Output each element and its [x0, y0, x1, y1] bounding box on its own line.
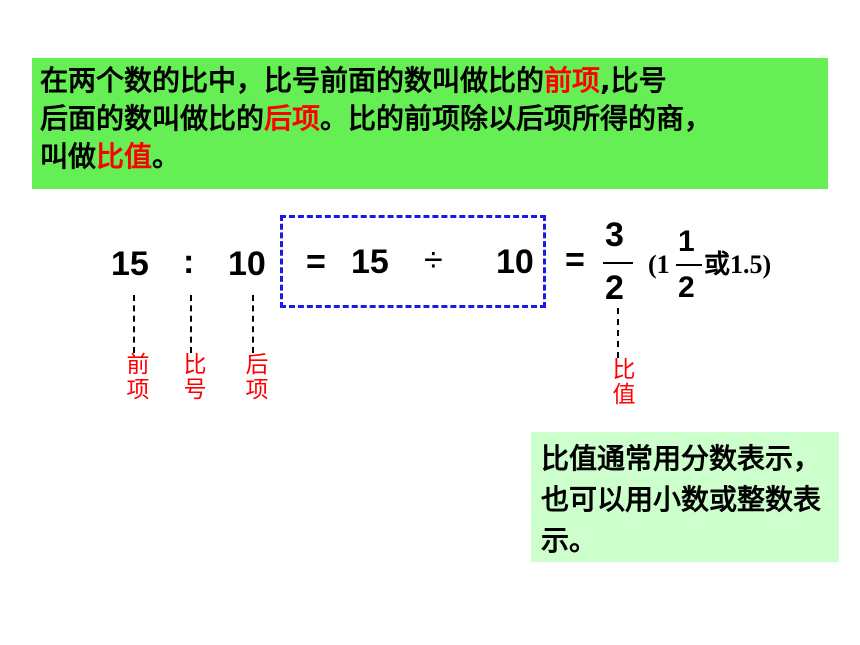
divisor-number: 10 [496, 243, 534, 281]
definition-box: 在两个数的比中，比号前面的数叫做比的前项,比号 后面的数叫做比的后项。比的前项除… [32, 58, 828, 189]
definition-text: 在两个数的比中，比号前面的数叫做比的前项,比号 后面的数叫做比的后项。比的前项除… [40, 62, 830, 176]
fraction-numerator: 3 [605, 216, 624, 254]
definition-text-part: 后面的数叫做比的 [40, 102, 265, 135]
label-ratio-value: 比值 [608, 357, 634, 407]
alt-fraction-denominator: 2 [678, 271, 695, 304]
alt-fraction-bar [676, 264, 702, 266]
label-front-term: 前项 [122, 352, 148, 402]
note-box: 比值通常用分数表示，也可以用小数或整数表示。 [531, 432, 839, 562]
pointer-line-sign [190, 295, 192, 353]
ratio-colon: : [183, 243, 195, 281]
pointer-line-ratio [617, 308, 619, 358]
division-dashed-box [280, 215, 546, 308]
note-text: 比值通常用分数表示，也可以用小数或整数表示。 [541, 442, 822, 557]
definition-text-part: 在两个数的比中，比号前面的数叫做比的 [40, 64, 545, 97]
term-front: 前项 [544, 64, 601, 97]
definition-text-part: 。比的前项除以后项所得的商， [320, 102, 713, 135]
division-sign: ÷ [424, 241, 443, 279]
fraction-denominator: 2 [605, 269, 624, 307]
label-back-term: 后项 [241, 352, 267, 402]
label-ratio-sign: 比号 [179, 352, 205, 402]
alt-fraction-numerator: 1 [678, 225, 695, 258]
pointer-line-front [133, 295, 135, 353]
equals-sign-2: = [565, 241, 585, 279]
equals-sign-1: = [306, 243, 326, 281]
definition-line-2: 后面的数叫做比的后项。比的前项除以后项所得的商， [40, 100, 830, 138]
fraction-bar [603, 262, 633, 264]
definition-text-part: ,比号 [600, 64, 667, 97]
pointer-line-back [252, 295, 254, 353]
definition-line-1: 在两个数的比中，比号前面的数叫做比的前项,比号 [40, 62, 830, 100]
front-term-number: 15 [111, 245, 149, 283]
term-ratio-value: 比值 [96, 140, 153, 173]
alt-form-open: (1 [648, 250, 670, 279]
back-term-number: 10 [228, 245, 266, 283]
definition-text-part: 。 [152, 140, 181, 173]
definition-line-3: 叫做比值。 [40, 138, 830, 176]
definition-text-part: 叫做 [40, 140, 97, 173]
alt-form-tail: 或1.5) [704, 250, 772, 279]
term-back: 后项 [264, 102, 321, 135]
dividend-number: 15 [351, 243, 389, 281]
